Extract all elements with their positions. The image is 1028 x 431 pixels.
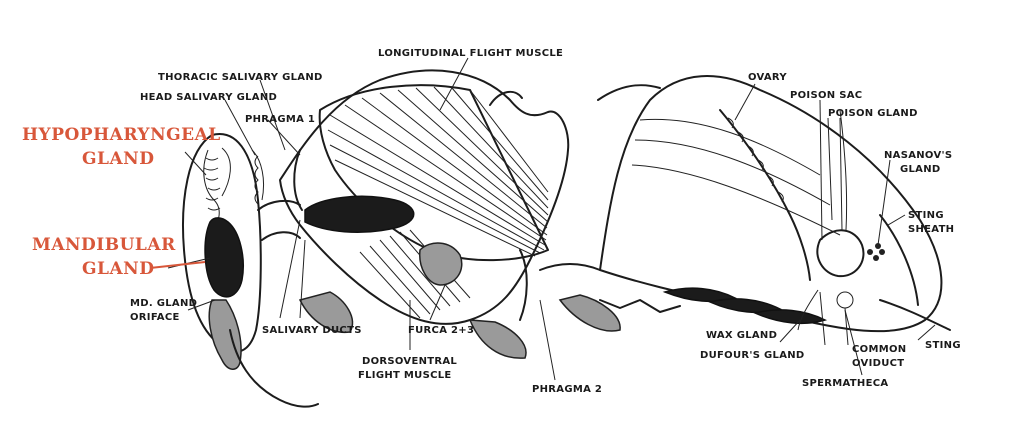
nasanovs-gland-shape (867, 243, 885, 261)
label-sting: STING (925, 340, 961, 351)
phragma-2-shape (520, 250, 527, 320)
label-spermatheca: SPERMATHECA (802, 378, 888, 389)
thoracic-salivary-gland-shape (305, 196, 414, 232)
phragma-1-shape (294, 150, 302, 210)
longitudinal-flight-muscle-shape (320, 85, 548, 260)
poison-sac-shape (817, 230, 863, 276)
label-sting-sheath: STING (908, 210, 944, 221)
label-dufours-gland: DUFOUR'S GLAND (700, 350, 805, 361)
label-nasanovs-gland-2: GLAND (900, 164, 941, 175)
spermatheca-shape (837, 292, 853, 308)
label-md-gland-2: ORIFACE (130, 312, 180, 323)
label-md-gland: MD. GLAND (130, 298, 197, 309)
label-poison-sac: POISON SAC (790, 90, 862, 101)
label-head-salivary-gland: HEAD SALIVARY GLAND (140, 92, 277, 103)
label-mandibular-gland-2: GLAND (82, 259, 154, 279)
label-phragma-1: PHRAGMA 1 (245, 114, 315, 125)
poison-gland-shape (828, 110, 847, 230)
mandibular-red-leader (150, 262, 205, 268)
label-hypopharyngeal-gland-2: GLAND (82, 149, 154, 169)
wing-hook (490, 92, 522, 105)
bee-head (183, 134, 318, 407)
ovary-shape (720, 110, 810, 280)
label-nasanovs-gland: NASANOV'S (884, 150, 952, 161)
wax-glands-shape (665, 288, 825, 323)
label-salivary-ducts: SALIVARY DUCTS (262, 325, 362, 336)
hindleg (560, 295, 620, 331)
label-common-oviduct-2: OVIDUCT (852, 358, 904, 369)
label-dorsoventral-2: FLIGHT MUSCLE (358, 370, 452, 381)
proboscis (230, 330, 318, 407)
mandible (209, 300, 241, 369)
label-furca: FURCA 2+3 (408, 325, 474, 336)
midleg (470, 320, 526, 358)
label-dorsoventral: DORSOVENTRAL (362, 356, 457, 367)
label-mandibular-gland: MANDIBULAR (32, 235, 176, 255)
label-ovary: OVARY (748, 72, 787, 83)
label-phragma-2: PHRAGMA 2 (532, 384, 602, 395)
wing-curve (598, 85, 660, 100)
label-thoracic-salivary-gland: THORACIC SALIVARY GLAND (158, 72, 323, 83)
label-hypopharyngeal-gland: HYPOPHARYNGEAL (22, 125, 221, 145)
label-wax-gland: WAX GLAND (706, 330, 777, 341)
label-common-oviduct: COMMON (852, 344, 906, 355)
label-longitudinal-flight-muscle: LONGITUDINAL FLIGHT MUSCLE (378, 48, 563, 59)
label-poison-gland: POISON GLAND (828, 108, 918, 119)
mandibular-gland-shape (205, 218, 243, 297)
label-sting-sheath-2: SHEATH (908, 224, 954, 235)
